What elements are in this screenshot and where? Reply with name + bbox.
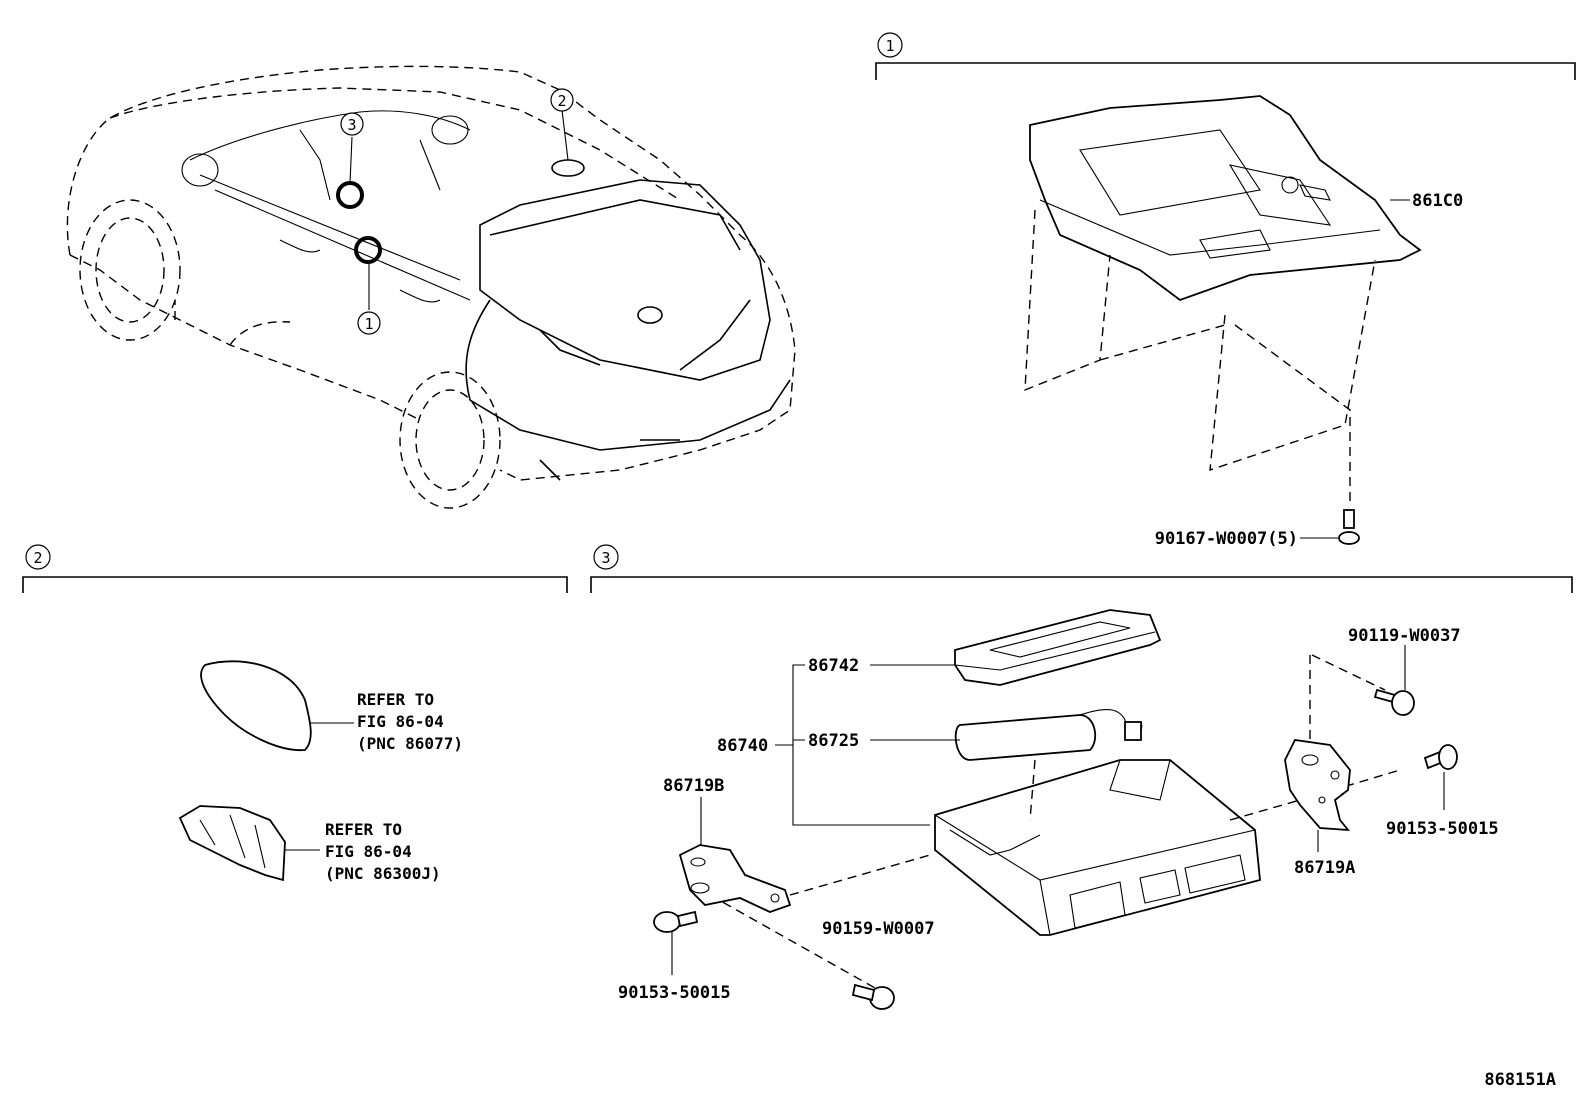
svg-text:3: 3 <box>347 116 356 134</box>
callout-1: 1 <box>357 311 381 335</box>
label-90153-50015-left: 90153-50015 <box>618 983 731 1003</box>
ref-module-line2: FIG 86-04 <box>325 842 412 861</box>
label-86719B: 86719B <box>663 776 724 796</box>
label-86742: 86742 <box>808 656 859 676</box>
section-3-marker: 3 <box>601 549 610 567</box>
screw-left-part <box>653 910 699 933</box>
figure-id: 868151A <box>1484 1070 1556 1090</box>
module-cover-part <box>954 609 1162 686</box>
antenna-module-part <box>178 805 286 882</box>
section-2: 2 REFER TO FIG 86-04 (PNC 86077) REFER T… <box>22 544 568 883</box>
wireless-charger-part <box>1029 95 1422 302</box>
ref-module-line1: REFER TO <box>325 820 402 839</box>
module-cell-part <box>954 709 1143 761</box>
ref-antenna-line3: (PNC 86077) <box>357 734 463 753</box>
section-2-marker: 2 <box>33 549 42 567</box>
ref-antenna-line1: REFER TO <box>357 690 434 709</box>
label-86725: 86725 <box>808 731 859 751</box>
label-86740: 86740 <box>717 736 768 756</box>
callout-2: 2 <box>550 88 574 112</box>
label-90153-50015-right: 90153-50015 <box>1386 819 1499 839</box>
bracket-right-part <box>1284 739 1351 832</box>
screw-mid-part <box>851 983 895 1010</box>
section-1: 1 861C0 90167-W0007(5) <box>875 32 1576 549</box>
section-1-marker: 1 <box>885 37 894 55</box>
svg-text:1: 1 <box>364 315 373 333</box>
label-90159-W0007: 90159-W0007 <box>822 919 935 939</box>
ref-module-line3: (PNC 86300J) <box>325 864 441 883</box>
antenna-part <box>200 660 312 751</box>
main-module-part <box>934 759 1261 936</box>
label-90119-W0037: 90119-W0037 <box>1348 626 1461 646</box>
vehicle-illustration: 3 2 1 <box>66 65 796 509</box>
ref-antenna-line2: FIG 86-04 <box>357 712 444 731</box>
screw-right-part <box>1423 744 1458 770</box>
label-861C0: 861C0 <box>1412 191 1463 211</box>
bolt-top-right-part <box>1373 688 1415 716</box>
bracket-left-part <box>678 844 792 913</box>
label-86719A: 86719A <box>1294 858 1355 878</box>
section-3: 3 86742 86725 86740 <box>590 544 1573 1010</box>
screw-90167 <box>1338 509 1360 545</box>
svg-text:2: 2 <box>557 92 566 110</box>
label-90167-W0007-5: 90167-W0007(5) <box>1155 529 1298 549</box>
callout-3: 3 <box>340 112 364 136</box>
